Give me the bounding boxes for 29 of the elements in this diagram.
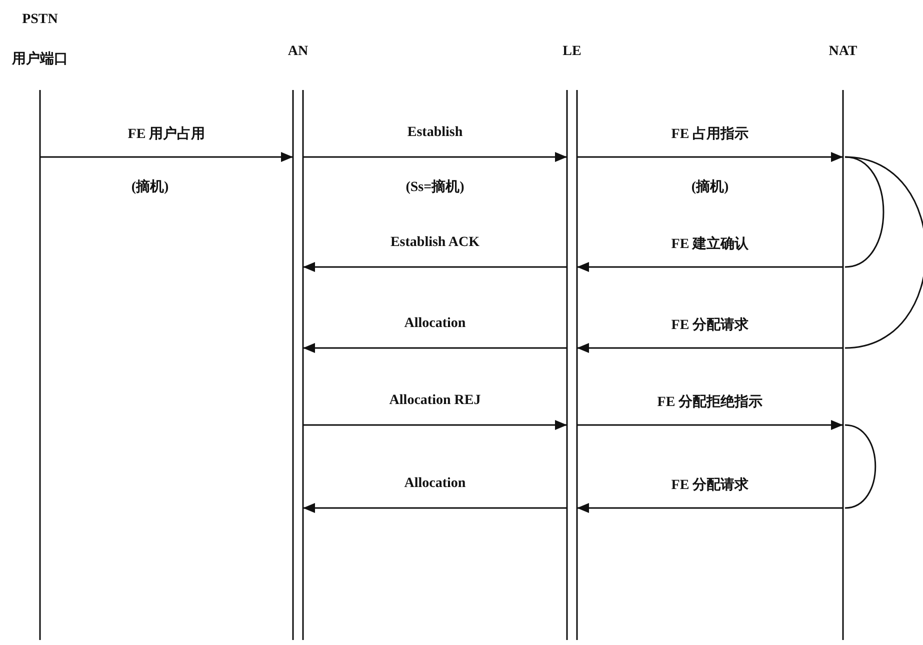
message-arrow [303,152,567,162]
participant-label: LE [562,43,582,61]
message-note: (摘机) [691,178,729,196]
participant-label: AN [286,43,310,61]
message-label: Establish [407,125,463,141]
message-label: FE 占用指示 [671,125,749,143]
message-note: (摘机) [131,178,169,196]
message-arrow [303,420,567,430]
message-label: FE 用户占用 [128,125,206,143]
message-arrow [577,343,843,353]
message-label: Establish ACK [390,235,480,251]
message-arrow [577,503,843,513]
message-label: FE 分配拒绝指示 [657,393,763,411]
message-label: FE 分配请求 [671,316,749,334]
message-arrow [577,152,843,162]
participant-label: NAT [828,43,858,61]
message-label: Allocation REJ [389,393,481,409]
message-arrow [40,152,293,162]
message-arrow [577,420,843,430]
message-label: Allocation [404,316,466,332]
message-arrow [303,503,567,513]
participant-label: PSTN 用户端口 [10,11,69,69]
message-label: FE 分配请求 [671,476,749,494]
message-arrow [577,262,843,272]
message-label: FE 建立确认 [671,235,749,253]
message-label: Allocation [404,476,466,492]
message-note: (Ss=摘机) [406,178,464,196]
message-arrow [303,262,567,272]
message-arrow [303,343,567,353]
